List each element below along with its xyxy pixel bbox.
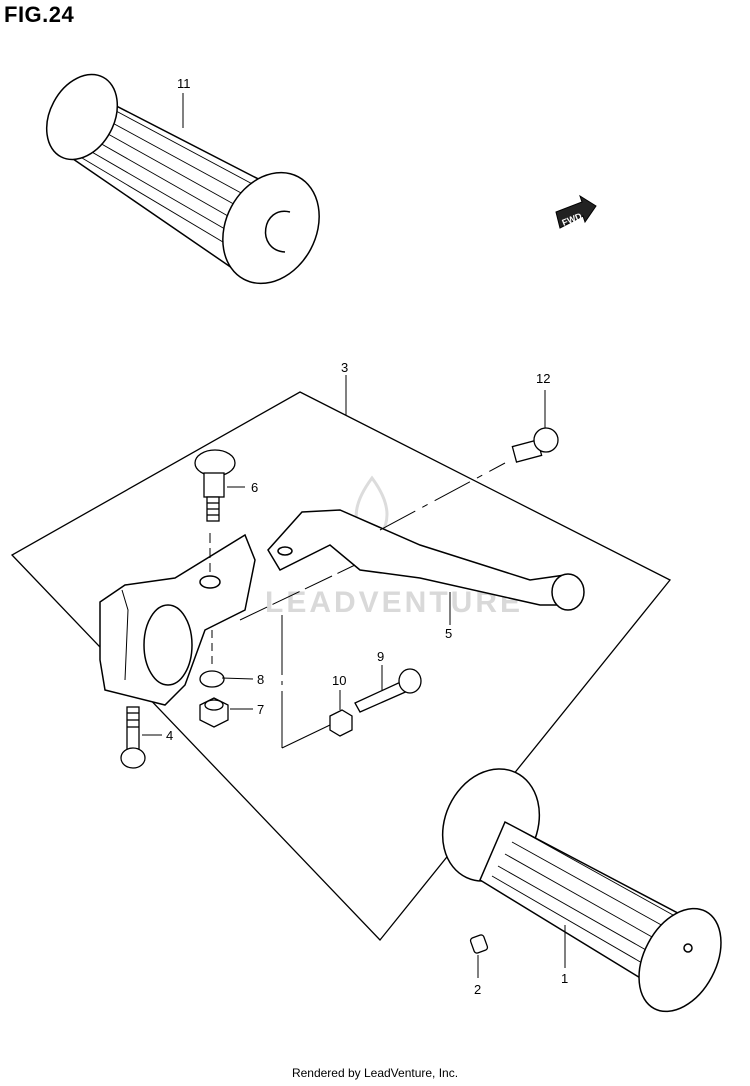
callout-1: 1 <box>561 971 568 986</box>
callout-5: 5 <box>445 626 452 641</box>
clutch-lever-part-5 <box>267 509 585 611</box>
nut-part-10 <box>329 709 353 737</box>
callout-6: 6 <box>251 480 258 495</box>
callout-12: 12 <box>536 371 550 386</box>
grip-left-part-11 <box>45 73 320 285</box>
screw-part-12 <box>511 427 559 463</box>
callout-8: 8 <box>257 672 264 687</box>
footer-credit: Rendered by LeadVenture, Inc. <box>291 1066 459 1080</box>
callout-4: 4 <box>166 728 173 743</box>
callout-numbers: 11 3 12 6 5 9 8 10 7 4 1 2 <box>166 76 568 997</box>
callout-9: 9 <box>377 649 384 664</box>
plug-part-2 <box>469 934 489 954</box>
washer-part-8 <box>199 670 225 688</box>
lever-bracket <box>99 533 256 706</box>
callout-10: 10 <box>332 673 346 688</box>
assembly-outline <box>10 391 672 941</box>
callout-2: 2 <box>474 982 481 997</box>
callout-3: 3 <box>341 360 348 375</box>
bolt-part-9 <box>354 668 422 713</box>
fwd-arrow-icon: FWD <box>555 194 597 229</box>
leader-lines <box>142 93 566 978</box>
grip-right-part-1 <box>441 768 722 1013</box>
screw-part-6 <box>194 449 236 522</box>
bolt-part-4 <box>120 706 146 769</box>
figure-title: FIG.24 <box>4 2 75 27</box>
nut-part-7 <box>199 697 229 728</box>
callout-7: 7 <box>257 702 264 717</box>
callout-11: 11 <box>177 76 191 91</box>
